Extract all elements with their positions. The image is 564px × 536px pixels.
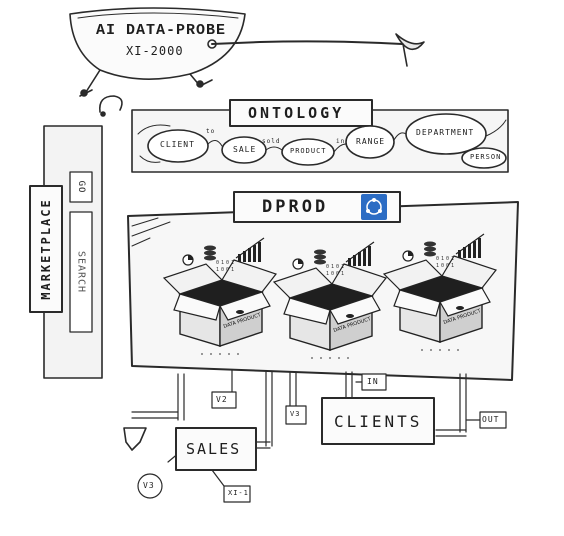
ontology-node-department-label: DEPARTMENT — [416, 128, 475, 137]
probe-dish — [69, 7, 246, 80]
search-field[interactable]: SEARCH — [75, 250, 87, 294]
ontology-node-client — [147, 129, 209, 163]
clients-box — [321, 397, 435, 445]
ontology-node-person — [461, 147, 507, 169]
svg-text:1: 1 — [341, 271, 344, 277]
dprod-logo-icon — [361, 194, 387, 220]
ontology-title-box — [229, 99, 373, 127]
tag-v3-box: V3 — [290, 410, 301, 418]
svg-text:1: 1 — [216, 267, 219, 273]
ontology-node-client-label: CLIENT — [160, 140, 195, 149]
tag-v3-circle: V3 — [143, 481, 155, 490]
svg-text:1: 1 — [221, 260, 224, 266]
tag-out: OUT — [482, 415, 500, 424]
svg-text:0: 0 — [436, 256, 439, 262]
ontology-node-person-label: PERSON — [470, 153, 502, 161]
sales-box — [175, 427, 257, 471]
ontology-title: ONTOLOGY — [248, 104, 345, 122]
svg-text:1: 1 — [451, 263, 454, 269]
svg-text:1: 1 — [231, 267, 234, 273]
svg-text:1: 1 — [451, 256, 454, 262]
ontology-edge-sold: sold — [262, 138, 281, 145]
svg-text:0: 0 — [336, 264, 339, 270]
sales-label: SALES — [186, 440, 242, 458]
svg-text:0: 0 — [331, 271, 334, 277]
svg-text:1: 1 — [326, 271, 329, 277]
tag-xi-1: XI-1 — [228, 489, 249, 497]
ontology-edge-in: in — [336, 138, 346, 145]
svg-text:0: 0 — [221, 267, 224, 273]
ontology-node-sale-label: SALE — [233, 145, 257, 154]
tag-in: IN — [367, 377, 379, 386]
ontology-node-range — [345, 125, 395, 159]
svg-text:1: 1 — [441, 256, 444, 262]
probe-model: XI-2000 — [126, 44, 184, 58]
svg-text:0: 0 — [226, 260, 229, 266]
marketplace-title-box — [29, 185, 63, 313]
svg-text:0: 0 — [216, 260, 219, 266]
svg-text:0: 0 — [226, 267, 229, 273]
probe-title: AI DATA-PROBE — [96, 22, 227, 39]
dprod-title: DPROD — [262, 197, 329, 217]
svg-text:1: 1 — [436, 263, 439, 269]
svg-text:1: 1 — [341, 264, 344, 270]
go-button-box — [69, 171, 93, 203]
svg-text:0: 0 — [446, 263, 449, 269]
clients-label: CLIENTS — [334, 412, 423, 431]
ontology-edge-to: to — [206, 128, 216, 135]
svg-text:0: 0 — [336, 271, 339, 277]
tag-v2: V2 — [216, 395, 228, 404]
go-button[interactable]: GO — [76, 180, 86, 194]
ontology-node-product-label: PRODUCT — [290, 147, 327, 155]
svg-text:0: 0 — [446, 256, 449, 262]
svg-text:1: 1 — [231, 260, 234, 266]
search-field-box — [69, 211, 93, 333]
svg-text:0: 0 — [326, 264, 329, 270]
svg-text:1: 1 — [331, 264, 334, 270]
marketplace-title: MARKETPLACE — [39, 198, 53, 300]
ontology-node-range-label: RANGE — [356, 137, 386, 146]
svg-text:0: 0 — [441, 263, 444, 269]
